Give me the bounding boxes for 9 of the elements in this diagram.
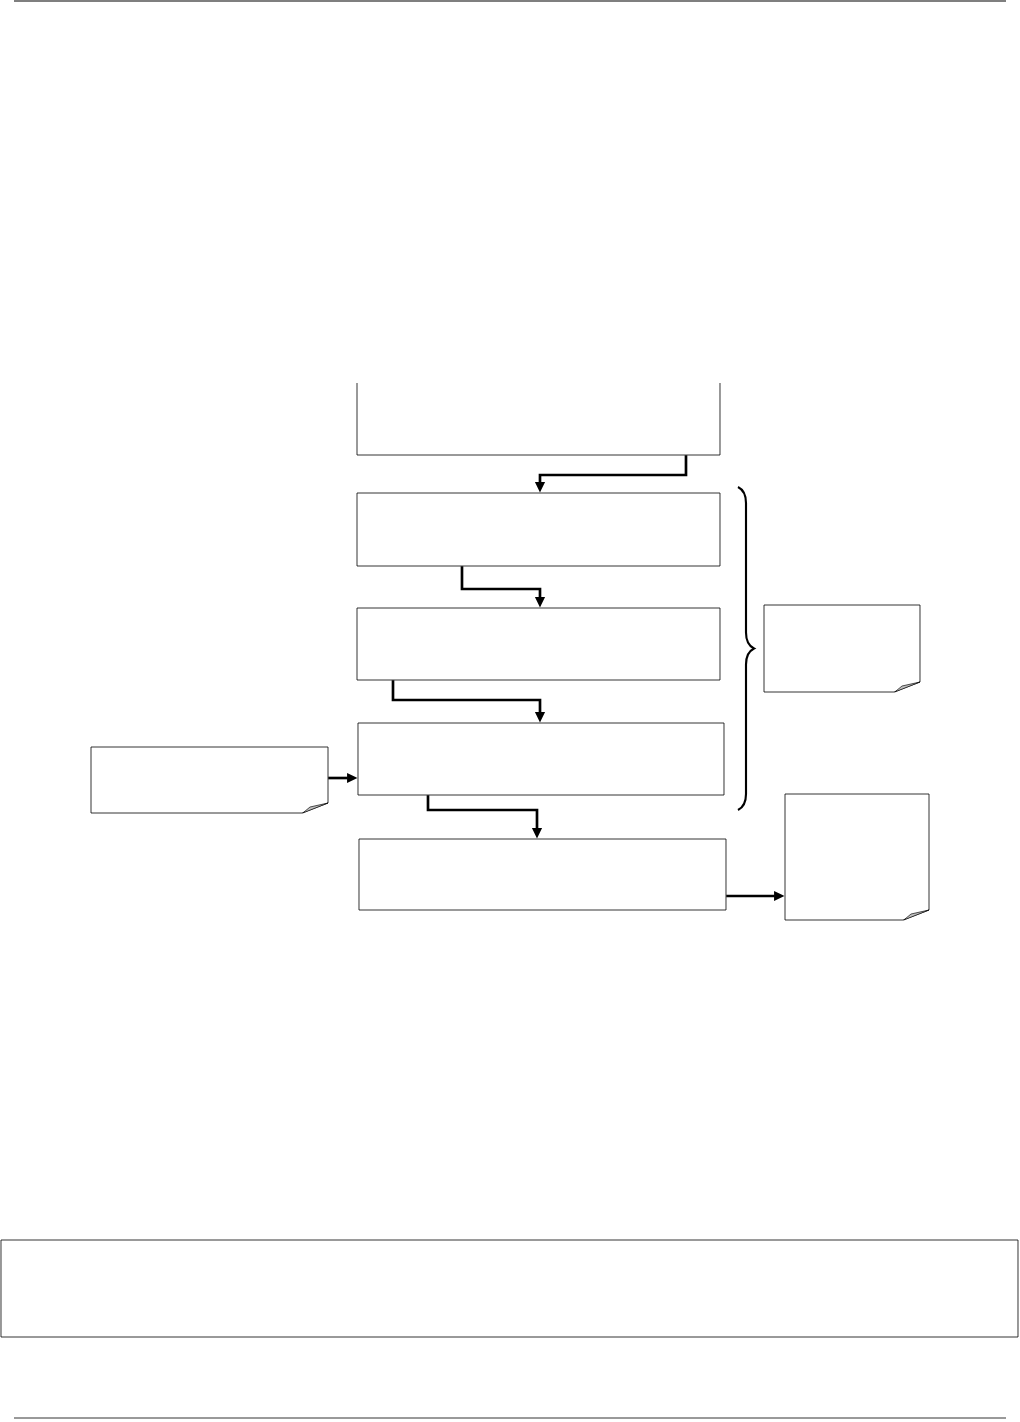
process-box	[0, 1239, 1019, 1338]
note-box	[763, 604, 921, 693]
process-box	[356, 382, 721, 456]
process-box	[358, 838, 727, 911]
process-box	[356, 607, 721, 681]
process-box	[356, 492, 721, 567]
process-box	[357, 722, 725, 796]
note-box	[90, 746, 329, 814]
note-box	[784, 793, 930, 921]
